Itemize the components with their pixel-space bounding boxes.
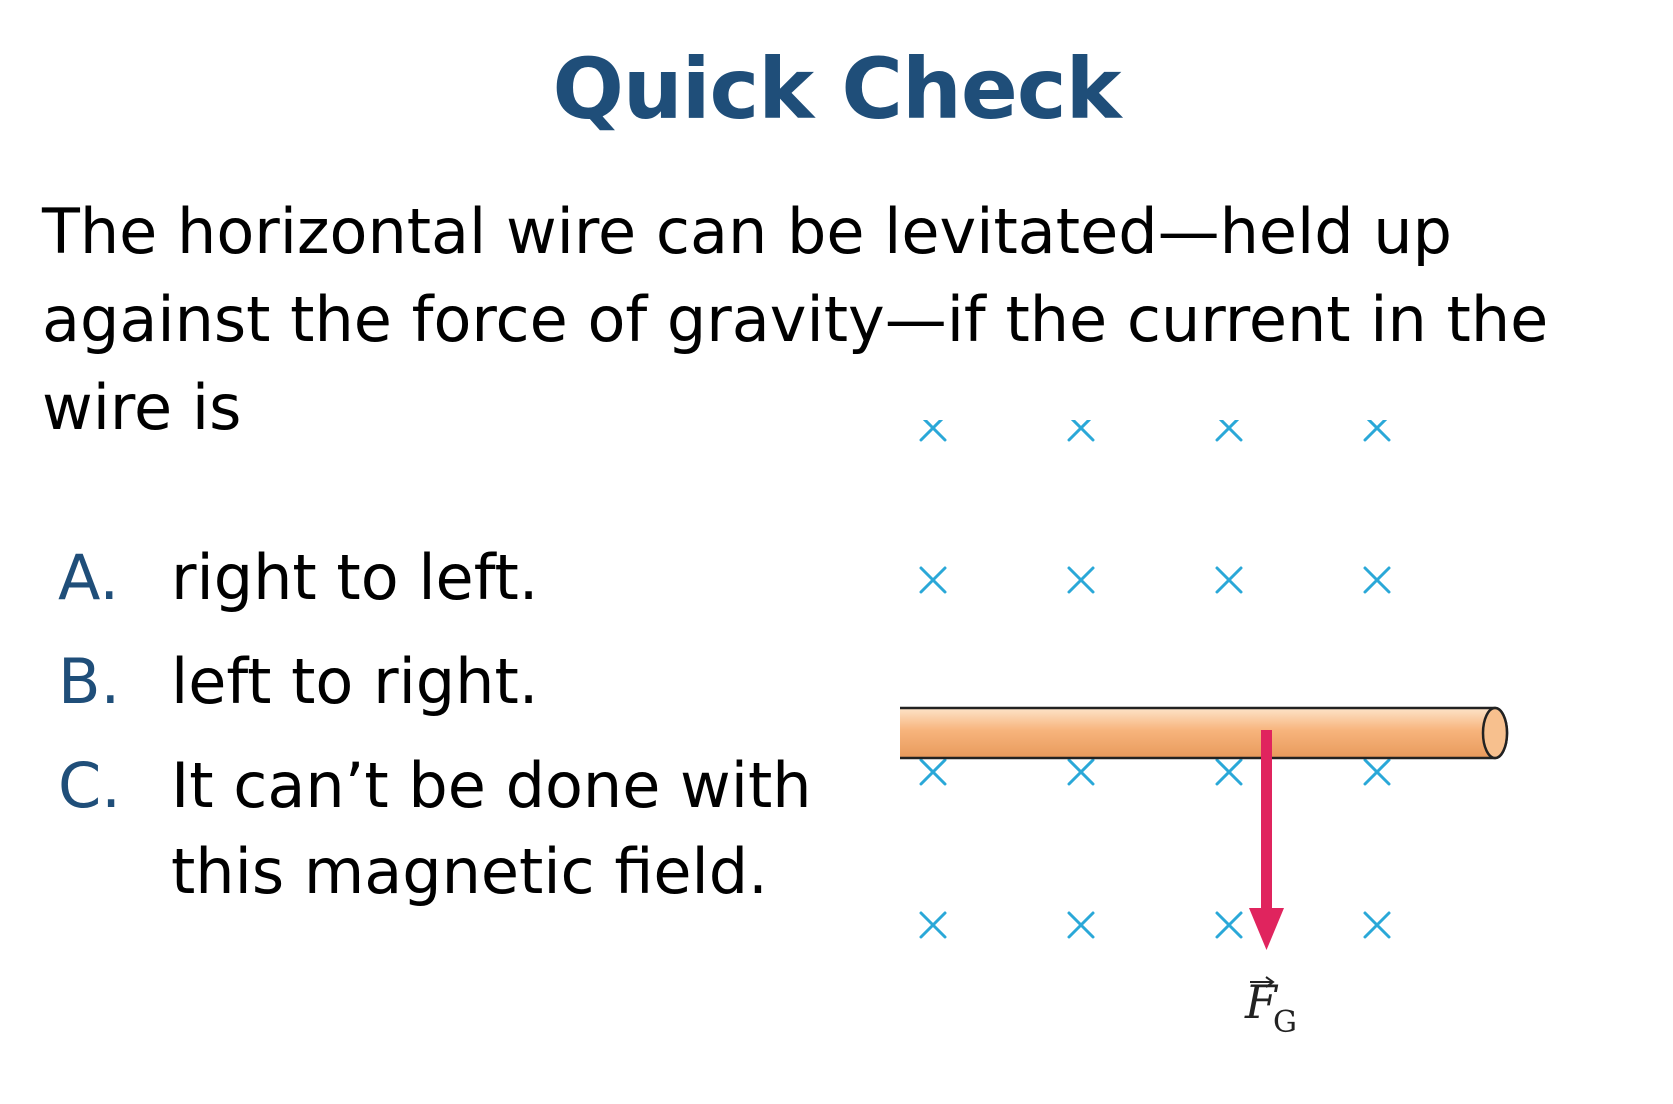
field-into-page-icon [919, 911, 947, 939]
field-into-page-icon [1215, 420, 1243, 442]
field-into-page-icon [919, 566, 947, 594]
option-letter: A. [58, 541, 120, 614]
slide-title: Quick Check [552, 40, 1122, 138]
field-into-page-icons [919, 420, 1391, 939]
field-into-page-icon [1363, 758, 1391, 786]
magnetic-field-diagram: F G [900, 420, 1620, 1070]
option-c[interactable]: C. It can’t be done with this magnetic f… [58, 743, 838, 915]
force-label-subscript: G [1273, 1005, 1297, 1040]
field-into-page-icon [1215, 758, 1243, 786]
force-label: F G [1244, 975, 1297, 1040]
horizontal-wire [900, 706, 1509, 760]
option-letter: C. [58, 749, 121, 822]
option-text: right to left. [171, 541, 539, 614]
field-into-page-icon [919, 420, 947, 442]
option-text: It can’t be done with this magnetic fiel… [171, 749, 812, 908]
option-text: left to right. [171, 645, 539, 718]
field-into-page-icon [1363, 566, 1391, 594]
field-into-page-icon [1067, 420, 1095, 442]
force-arrow-icon [1249, 730, 1284, 950]
field-into-page-icon [919, 758, 947, 786]
field-into-page-icon [1067, 911, 1095, 939]
field-into-page-icon [1363, 420, 1391, 442]
answer-options: A. right to left. B. left to right. C. I… [58, 535, 838, 933]
field-into-page-icon [1363, 911, 1391, 939]
option-a[interactable]: A. right to left. [58, 535, 838, 621]
diagram-svg: F G [900, 420, 1509, 1040]
option-letter: B. [58, 645, 121, 718]
field-into-page-icon [1067, 758, 1095, 786]
question-text: The horizontal wire can be levitated—hel… [42, 195, 1549, 444]
field-into-page-icon [1067, 566, 1095, 594]
option-b[interactable]: B. left to right. [58, 639, 838, 725]
field-into-page-icon [1215, 566, 1243, 594]
force-label-f: F [1244, 975, 1279, 1029]
field-into-page-icon [1215, 911, 1243, 939]
vector-arrow-head [1265, 976, 1275, 988]
